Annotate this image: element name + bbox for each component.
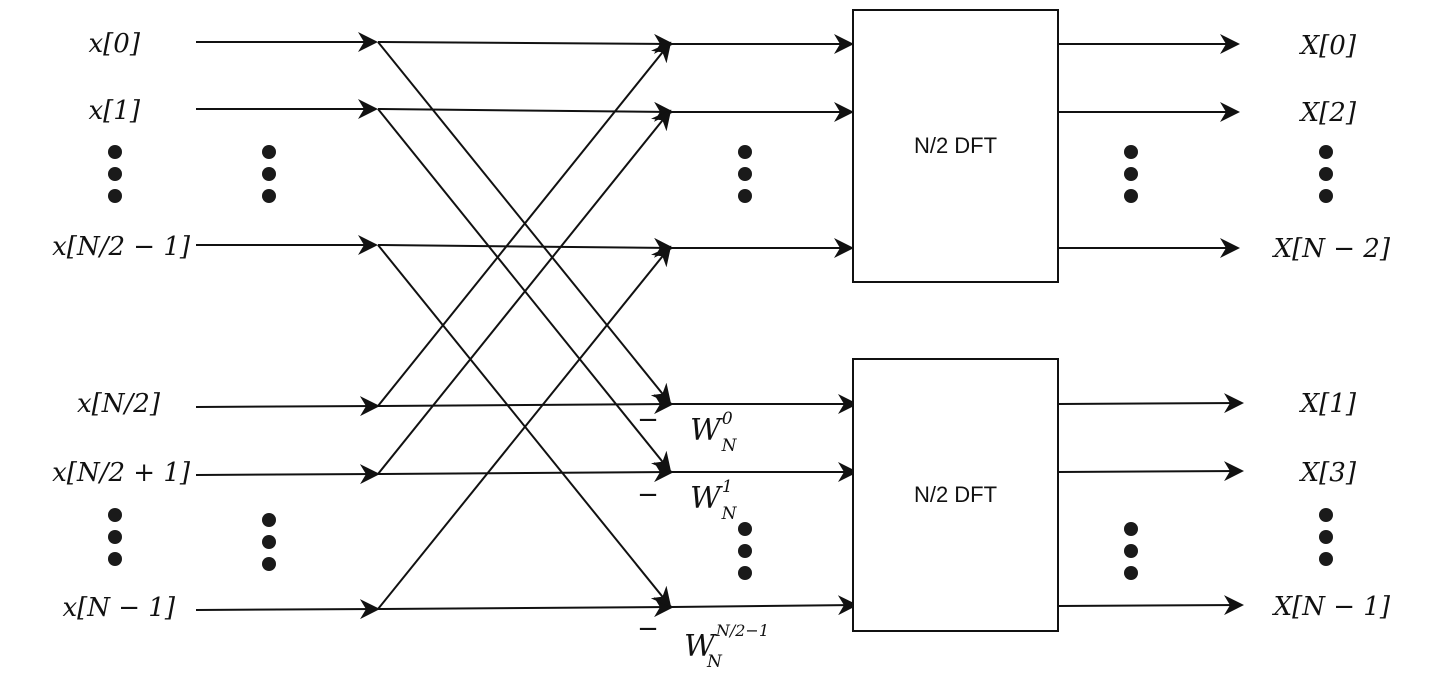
minus-sign-0: − [637, 405, 659, 435]
minus-sign-2: − [637, 614, 659, 644]
twiddle-base-2: W [684, 629, 717, 664]
butterfly-straight-half [377, 394, 674, 415]
butterfly-cross-up-half-plus-1 [377, 109, 672, 475]
twiddle-exponent-1: 1 [722, 477, 733, 497]
butterfly-cross-up-half [377, 41, 672, 407]
input-label-x-n-minus-1: x[N − 1] [62, 593, 175, 623]
output-label-X-n-minus-2: X[N − 2] [1272, 234, 1391, 264]
ellipsis-col4-top [1124, 145, 1138, 203]
output-label-X2: X[2] [1299, 98, 1357, 128]
twiddle-base-0: W [690, 413, 723, 448]
input-label-x0: x[0] [89, 29, 141, 59]
twiddle-exponent-0: 0 [722, 409, 733, 429]
input-arrow-x-n-minus-1 [195, 599, 380, 620]
butterfly-straight-lines [377, 33, 674, 618]
butterfly-straight-half-minus-1 [377, 237, 674, 258]
twiddle-exponent-2: N/2−1 [715, 621, 769, 640]
output-arrow-X-n-minus-1 [1057, 595, 1244, 616]
ellipsis-col2-bottom [262, 513, 276, 571]
ellipsis-input-bottom [108, 508, 122, 566]
dft-block-bottom-box [852, 358, 1059, 632]
input-label-x1: x[1] [89, 96, 141, 126]
butterfly-straight-0 [377, 33, 674, 54]
input-label-x-half-plus-1: x[N/2 + 1] [52, 458, 191, 488]
input-labels: x[0] x[1] x[N/2 − 1] x[N/2] x[N/2 + 1] x… [52, 29, 191, 623]
dft-block-top-box [852, 9, 1059, 283]
dft-block-top-label: N/2 DFT [914, 133, 997, 158]
butterfly-cross-up-n-minus-1 [377, 245, 672, 610]
minus-sign-1: − [637, 480, 659, 510]
output-arrow-X3 [1057, 461, 1244, 482]
dft-block-top: N/2 DFT [852, 9, 1059, 283]
output-label-X0: X[0] [1299, 31, 1357, 61]
block-input-arrows [671, 34, 858, 616]
dft-block-bottom-label: N/2 DFT [914, 482, 997, 507]
butterfly-cross-lines [377, 41, 672, 610]
input-arrow-x-half-plus-1 [195, 464, 380, 485]
input-arrows [195, 32, 380, 620]
input-arrow-x-half [195, 396, 380, 417]
ellipsis-col3-bottom [738, 522, 752, 580]
output-arrows [1057, 34, 1244, 616]
output-labels: X[0] X[2] X[N − 2] X[1] X[3] X[N − 1] [1272, 31, 1391, 622]
output-label-X-n-minus-1: X[N − 1] [1272, 592, 1391, 622]
input-label-x-half-minus-1: x[N/2 − 1] [52, 232, 191, 262]
twiddle-subscript-1: N [721, 504, 738, 524]
butterfly-cross-down-1 [377, 108, 672, 473]
ellipsis-output-bottom [1319, 508, 1333, 566]
minus-signs: − − − [637, 405, 659, 644]
butterfly-straight-1 [377, 101, 674, 122]
twiddle-base-1: W [690, 481, 723, 516]
output-label-X3: X[3] [1299, 458, 1357, 488]
ellipsis-col3-top [738, 145, 752, 203]
butterfly-cross-down-half-minus-1 [377, 244, 672, 608]
input-label-x-half: x[N/2] [77, 389, 161, 419]
block-bottom-input-2 [671, 595, 858, 616]
output-label-X1: X[1] [1299, 389, 1357, 419]
butterfly-straight-n-minus-1 [377, 597, 674, 618]
dft-block-bottom: N/2 DFT [852, 358, 1059, 632]
output-arrow-X1 [1057, 393, 1244, 414]
ellipsis-dots [108, 145, 1333, 580]
butterfly-cross-down-0 [377, 41, 672, 405]
twiddle-subscript-2: N [706, 652, 723, 672]
twiddle-subscript-0: N [721, 436, 738, 456]
butterfly-straight-half-plus-1 [377, 462, 674, 483]
ellipsis-col2-top [262, 145, 276, 203]
ellipsis-col4-bottom [1124, 522, 1138, 580]
ellipsis-output-top [1319, 145, 1333, 203]
ellipsis-input-top [108, 145, 122, 203]
